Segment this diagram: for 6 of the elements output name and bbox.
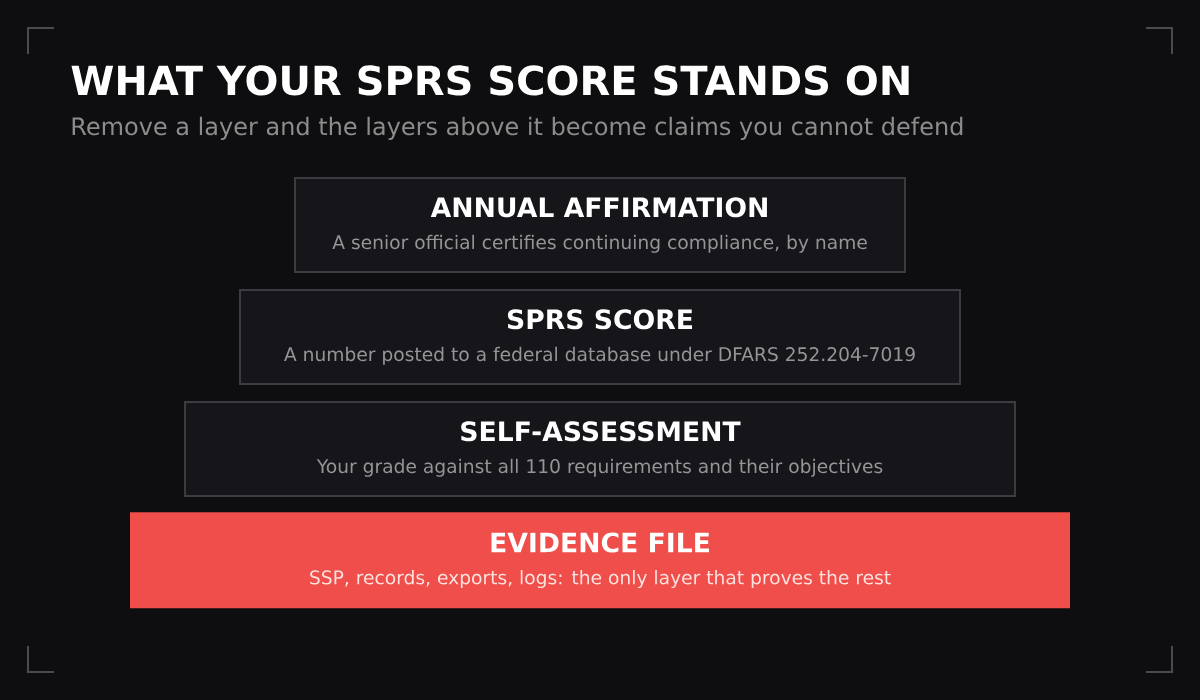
layer-box: SELF-ASSESSMENT Your grade against all 110 requirements and their objectives	[184, 401, 1016, 497]
layer-box: ANNUAL AFFIRMATION A senior official certifies continuing compliance, by name	[294, 177, 906, 273]
title: WHAT YOUR SPRS SCORE STANDS ON	[71, 65, 909, 96]
layer-box: EVIDENCE FILE SSP, records, exports, logs: the only layer that proves the rest	[130, 512, 1070, 609]
subtitle: Remove a layer and the layers above it become claims you cannot defend	[72, 116, 963, 140]
layer-box: SPRS SCORE A number posted to a federal database under DFARS 252.204-7019	[239, 289, 961, 385]
